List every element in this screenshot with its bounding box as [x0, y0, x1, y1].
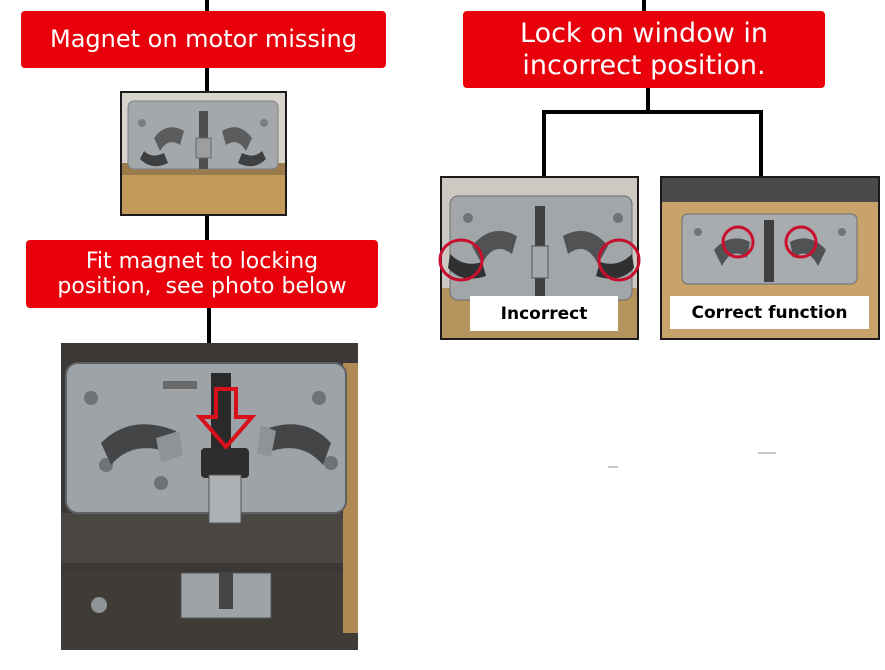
connector-top-right	[642, 0, 646, 11]
label-incorrect: Incorrect	[470, 296, 618, 331]
connector-step1-photo	[205, 68, 209, 92]
connector-step2-photo	[207, 308, 211, 344]
connector-branch-left	[542, 110, 546, 177]
step-magnet-missing: Magnet on motor missing	[21, 11, 386, 68]
photo-magnet-fit	[61, 343, 358, 650]
red-down-arrow-icon	[196, 387, 256, 449]
connector-branch-right	[759, 110, 763, 177]
header-lock-line1: Lock on window in	[520, 18, 768, 50]
highlight-circle-icon	[721, 225, 755, 259]
label-correct-function: Correct function	[670, 296, 869, 329]
header-lock-line2: incorrect position.	[522, 49, 766, 81]
highlight-circle-icon	[784, 225, 818, 259]
label-correct-function-text: Correct function	[691, 302, 848, 323]
stray-mark	[758, 452, 776, 454]
highlight-circle-icon	[597, 238, 641, 282]
connector-header-down	[646, 88, 650, 112]
stray-mark	[608, 466, 618, 468]
connector-top-left	[205, 0, 209, 11]
highlight-circle-icon	[438, 238, 484, 282]
step-fit-magnet: Fit magnet to locking position, see phot…	[26, 240, 378, 308]
step-fit-magnet-line2: position, see photo below	[57, 274, 347, 299]
connector-photo-step2	[205, 216, 209, 240]
label-incorrect-text: Incorrect	[500, 303, 588, 324]
step-magnet-missing-text: Magnet on motor missing	[49, 24, 357, 53]
connector-branch-horizontal	[542, 110, 763, 114]
step-fit-magnet-line1: Fit magnet to locking	[85, 248, 319, 274]
header-lock-incorrect: Lock on window in incorrect position.	[463, 11, 825, 88]
photo-lock-small	[120, 91, 287, 216]
